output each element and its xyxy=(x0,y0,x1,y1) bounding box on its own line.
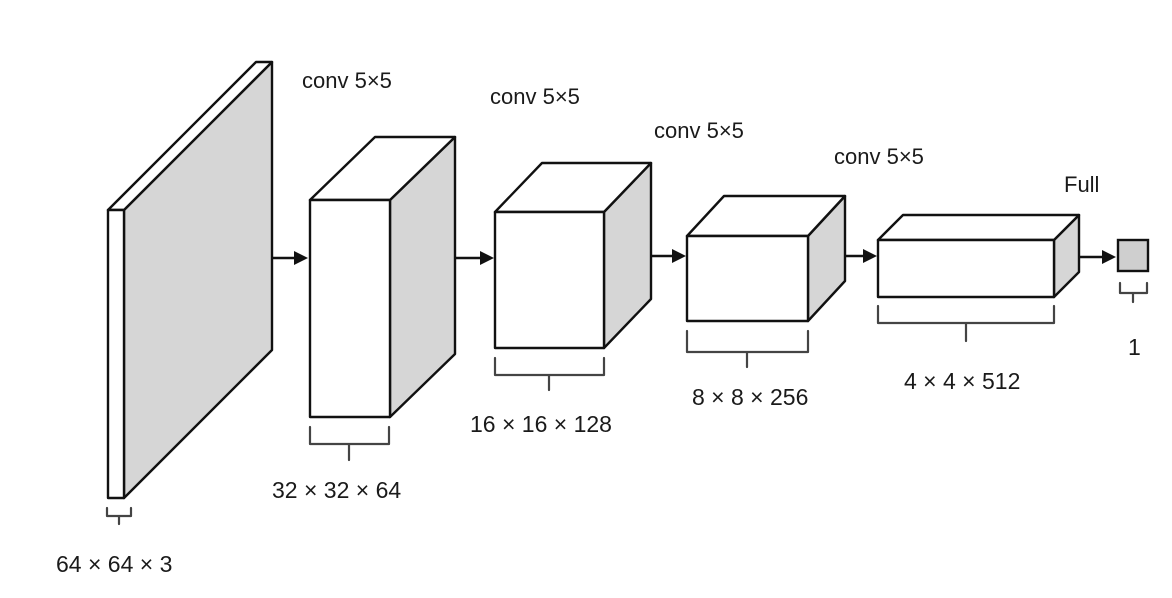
output-unit-block xyxy=(1116,238,1150,273)
conv4-layer-block xyxy=(876,213,1081,299)
conv1-brace xyxy=(308,425,391,462)
conv1-dims-label: 32 × 32 × 64 xyxy=(272,477,401,503)
arrow-conv2-to-conv3 xyxy=(651,249,686,263)
arrow-conv1-to-conv2 xyxy=(455,251,494,265)
arrow-conv4-to-output xyxy=(1079,250,1116,264)
input-dims-label: 64 × 64 × 3 xyxy=(56,551,172,577)
conv1-layer-block xyxy=(308,135,457,419)
arrow-input-to-conv1 xyxy=(272,251,308,265)
output-dims-label: 1 xyxy=(1128,334,1141,360)
conv3-brace xyxy=(685,329,810,369)
output-op-label: Full xyxy=(1064,172,1099,197)
conv1-op-label: conv 5×5 xyxy=(302,68,392,93)
conv3-layer-block xyxy=(685,194,847,323)
conv2-brace xyxy=(493,356,606,392)
conv2-layer-block xyxy=(493,161,653,350)
input-layer-block xyxy=(106,60,274,500)
conv4-dims-label: 4 × 4 × 512 xyxy=(904,368,1020,394)
conv2-op-label: conv 5×5 xyxy=(490,84,580,109)
conv3-dims-label: 8 × 8 × 256 xyxy=(692,384,808,410)
input-brace xyxy=(105,506,133,526)
conv4-brace xyxy=(876,304,1056,343)
output-brace xyxy=(1118,281,1149,304)
conv4-op-label: conv 5×5 xyxy=(834,144,924,169)
arrow-conv3-to-conv4 xyxy=(845,249,877,263)
conv3-op-label: conv 5×5 xyxy=(654,118,744,143)
conv2-dims-label: 16 × 16 × 128 xyxy=(470,411,612,437)
